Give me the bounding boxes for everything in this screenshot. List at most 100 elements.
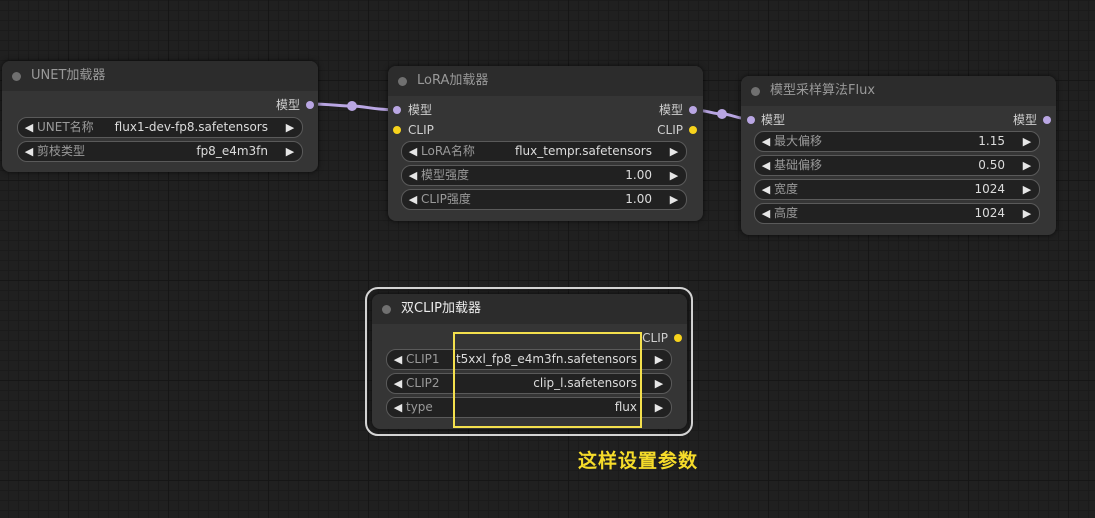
arrow-right-icon[interactable]: ▶ — [669, 145, 679, 158]
sampling-input-model-slot[interactable]: 模型 — [747, 111, 861, 129]
widget-label: CLIP强度 — [421, 192, 471, 206]
lora-loader-title-bar[interactable]: LoRA加载器 — [388, 66, 703, 96]
height-input[interactable]: ◀ 高度 1024 ▶ — [754, 203, 1040, 224]
widget-value: clip_l.safetensors — [533, 376, 637, 390]
widget-value: 1.00 — [625, 168, 652, 182]
dual-clip-output-slot[interactable]: CLIP — [582, 329, 682, 347]
lora-input-clip-slot[interactable]: CLIP — [393, 121, 508, 139]
lora-name-selector[interactable]: ◀ LoRA名称 flux_tempr.safetensors ▶ — [401, 141, 687, 162]
arrow-right-icon[interactable]: ▶ — [654, 353, 664, 366]
lora-output-clip-slot[interactable]: CLIP — [597, 121, 697, 139]
clip1-selector[interactable]: ◀ CLIP1 t5xxl_fp8_e4m3fn.safetensors ▶ — [386, 349, 672, 370]
arrow-right-icon[interactable]: ▶ — [654, 401, 664, 414]
clip2-selector[interactable]: ◀ CLIP2 clip_l.safetensors ▶ — [386, 373, 672, 394]
arrow-right-icon[interactable]: ▶ — [669, 169, 679, 182]
arrow-right-icon[interactable]: ▶ — [285, 145, 295, 158]
link-unet-to-lora-midpoint[interactable] — [347, 101, 357, 111]
arrow-left-icon[interactable]: ◀ — [24, 145, 34, 158]
widget-label: CLIP1 — [406, 352, 440, 366]
max-shift-input[interactable]: ◀ 最大偏移 1.15 ▶ — [754, 131, 1040, 152]
unet-name-selector[interactable]: ◀ UNET名称 flux1-dev-fp8.safetensors ▶ — [17, 117, 303, 138]
link-lora-to-sampling-midpoint[interactable] — [717, 109, 727, 119]
dual-clip-title: 双CLIP加载器 — [401, 301, 481, 316]
collapse-dot-icon[interactable] — [12, 72, 21, 81]
arrow-left-icon[interactable]: ◀ — [761, 183, 771, 196]
collapse-dot-icon[interactable] — [751, 87, 760, 96]
arrow-left-icon[interactable]: ◀ — [761, 135, 771, 148]
dual-clip-selection-outline — [365, 287, 693, 436]
model-sampling-flux-title-bar[interactable]: 模型采样算法Flux — [741, 76, 1056, 106]
arrow-left-icon[interactable]: ◀ — [408, 169, 418, 182]
arrow-left-icon[interactable]: ◀ — [393, 401, 403, 414]
arrow-right-icon[interactable]: ▶ — [654, 377, 664, 390]
model-input-port-icon[interactable] — [393, 106, 401, 114]
lora-loader-node[interactable]: LoRA加载器 模型 CLIP 模型 CLIP ◀ LoRA名称 flux_te… — [388, 66, 703, 221]
arrow-left-icon[interactable]: ◀ — [761, 207, 771, 220]
lora-output-clip-label: CLIP — [657, 123, 683, 137]
lora-input-model-slot[interactable]: 模型 — [393, 101, 508, 119]
arrow-right-icon[interactable]: ▶ — [1022, 183, 1032, 196]
arrow-right-icon[interactable]: ▶ — [1022, 135, 1032, 148]
annotation-highlight-box — [453, 332, 642, 428]
lora-output-model-label: 模型 — [658, 103, 683, 117]
model-input-port-icon[interactable] — [747, 116, 755, 124]
lora-loader-title: LoRA加载器 — [417, 73, 489, 88]
model-output-port-icon[interactable] — [1043, 116, 1051, 124]
unet-output-model-label: 模型 — [275, 98, 300, 112]
widget-value: fp8_e4m3fn — [196, 144, 268, 158]
widget-value: 1.15 — [978, 134, 1005, 148]
arrow-left-icon[interactable]: ◀ — [408, 145, 418, 158]
arrow-left-icon[interactable]: ◀ — [24, 121, 34, 134]
arrow-left-icon[interactable]: ◀ — [761, 159, 771, 172]
sampling-output-model-slot[interactable]: 模型 — [951, 111, 1051, 129]
lora-input-model-label: 模型 — [408, 103, 433, 117]
widget-value: 0.50 — [978, 158, 1005, 172]
widget-value: 1.00 — [625, 192, 652, 206]
unet-loader-node[interactable]: UNET加载器 模型 ◀ UNET名称 flux1-dev-fp8.safete… — [2, 61, 318, 172]
widget-label: type — [406, 400, 433, 414]
model-sampling-flux-node[interactable]: 模型采样算法Flux 模型 模型 ◀ 最大偏移 1.15 ▶ ◀ 基础偏移 0.… — [741, 76, 1056, 235]
clip-input-port-icon[interactable] — [393, 126, 401, 134]
collapse-dot-icon[interactable] — [382, 305, 391, 314]
lora-output-model-slot[interactable]: 模型 — [597, 101, 697, 119]
type-selector[interactable]: ◀ type flux ▶ — [386, 397, 672, 418]
model-output-port-icon[interactable] — [689, 106, 697, 114]
widget-label: 基础偏移 — [774, 158, 823, 172]
widget-label: 宽度 — [774, 182, 799, 196]
dual-clip-loader-node[interactable]: 双CLIP加载器 CLIP ◀ CLIP1 t5xxl_fp8_e4m3fn.s… — [372, 294, 687, 429]
collapse-dot-icon[interactable] — [398, 77, 407, 86]
model-output-port-icon[interactable] — [306, 101, 314, 109]
arrow-left-icon[interactable]: ◀ — [408, 193, 418, 206]
widget-label: UNET名称 — [37, 120, 94, 134]
clip-strength-input[interactable]: ◀ CLIP强度 1.00 ▶ — [401, 189, 687, 210]
arrow-right-icon[interactable]: ▶ — [285, 121, 295, 134]
unet-output-model-slot[interactable]: 模型 — [194, 96, 314, 114]
dual-clip-output-label: CLIP — [642, 331, 668, 345]
width-input[interactable]: ◀ 宽度 1024 ▶ — [754, 179, 1040, 200]
widget-label: 剪枝类型 — [37, 144, 86, 158]
arrow-right-icon[interactable]: ▶ — [669, 193, 679, 206]
widget-label: CLIP2 — [406, 376, 440, 390]
arrow-left-icon[interactable]: ◀ — [393, 353, 403, 366]
model-strength-input[interactable]: ◀ 模型强度 1.00 ▶ — [401, 165, 687, 186]
sampling-input-model-label: 模型 — [761, 113, 786, 127]
widget-label: 最大偏移 — [774, 134, 823, 148]
arrow-right-icon[interactable]: ▶ — [1022, 159, 1032, 172]
widget-label: 高度 — [774, 206, 799, 220]
arrow-right-icon[interactable]: ▶ — [1022, 207, 1032, 220]
clip-output-port-icon[interactable] — [674, 334, 682, 342]
unet-loader-title: UNET加载器 — [31, 68, 106, 83]
widget-value: flux1-dev-fp8.safetensors — [114, 120, 268, 134]
clip-output-port-icon[interactable] — [689, 126, 697, 134]
base-shift-input[interactable]: ◀ 基础偏移 0.50 ▶ — [754, 155, 1040, 176]
widget-value: flux — [614, 400, 637, 414]
weight-dtype-selector[interactable]: ◀ 剪枝类型 fp8_e4m3fn ▶ — [17, 141, 303, 162]
widget-value: flux_tempr.safetensors — [515, 144, 652, 158]
unet-loader-title-bar[interactable]: UNET加载器 — [2, 61, 318, 91]
widget-value: t5xxl_fp8_e4m3fn.safetensors — [455, 352, 637, 366]
model-sampling-flux-title: 模型采样算法Flux — [770, 83, 876, 98]
arrow-left-icon[interactable]: ◀ — [393, 377, 403, 390]
dual-clip-title-bar[interactable]: 双CLIP加载器 — [372, 294, 687, 324]
widget-label: LoRA名称 — [421, 144, 475, 158]
